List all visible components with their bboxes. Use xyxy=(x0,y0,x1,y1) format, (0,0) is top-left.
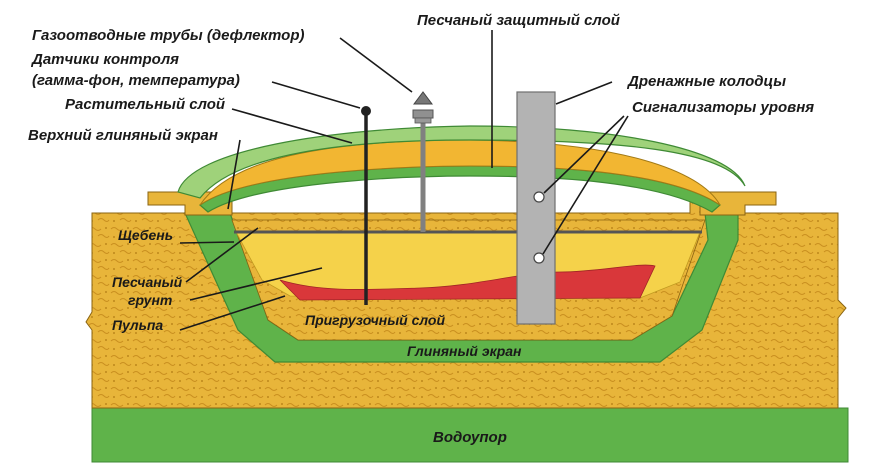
label-sand-protect: Песчаный защитный слой xyxy=(417,12,620,29)
label-pulp: Пульпа xyxy=(112,317,163,333)
pipe-collar xyxy=(414,117,432,124)
level-alarm-lower xyxy=(533,252,545,264)
deflector-cap xyxy=(412,109,434,119)
leader-alarm-upper xyxy=(543,115,625,194)
leader-alarm-lower xyxy=(542,115,629,255)
label-vegetation: Растительный слой xyxy=(65,96,225,113)
vegetation-layer xyxy=(177,125,746,199)
label-drain-wells: Дренажные колодцы xyxy=(626,73,786,90)
sensor-head xyxy=(361,106,371,116)
label-gravel: Щебень xyxy=(118,227,173,243)
label-sensors-2: (гамма-фон, температура) xyxy=(32,72,240,89)
leader-gas-pipes xyxy=(339,37,413,93)
label-aquitard: Водоупор xyxy=(433,429,507,446)
deflector-tip xyxy=(413,91,433,105)
leader-drain-wells xyxy=(555,81,613,105)
label-clay-screen: Глиняный экран xyxy=(407,343,522,359)
pulp-layer xyxy=(279,264,656,301)
leader-sensors xyxy=(271,81,361,109)
label-level-alarms: Сигнализаторы уровня xyxy=(632,99,814,116)
label-upper-clay: Верхний глиняный экран xyxy=(28,127,218,144)
drainage-well xyxy=(516,91,556,325)
label-gas-pipes: Газоотводные трубы (дефлектор) xyxy=(32,27,304,44)
leader-gravel xyxy=(179,241,235,244)
label-sand-soil-2: грунт xyxy=(128,292,172,308)
leader-pulp xyxy=(179,295,286,331)
level-alarm-upper xyxy=(533,191,545,203)
leader-vegetation xyxy=(231,108,353,144)
right-ledge xyxy=(699,191,777,216)
label-load-layer: Пригрузочный слой xyxy=(305,312,445,328)
label-sensors-1: Датчики контроля xyxy=(30,51,179,68)
label-sand-soil-1: Песчаный xyxy=(112,274,183,290)
leader-sand-soil-2 xyxy=(189,267,323,301)
leader-upper-clay xyxy=(227,139,241,210)
leader-sand-soil xyxy=(185,227,259,283)
